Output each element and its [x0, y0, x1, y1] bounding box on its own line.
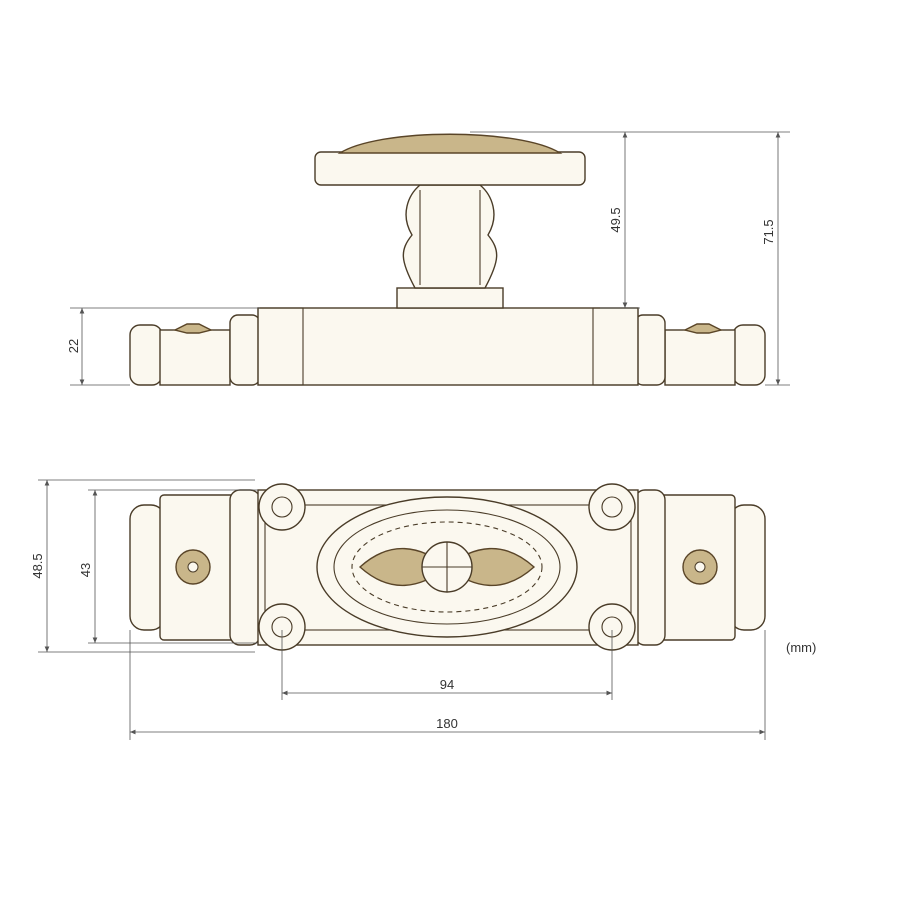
- base-plate: [257, 307, 639, 386]
- knob-base: [314, 151, 586, 186]
- knob-stem: [402, 184, 498, 289]
- side-view: [129, 133, 766, 386]
- dim-plate-width: 43: [78, 563, 93, 577]
- dim-base-height: 22: [66, 339, 81, 353]
- left-end-cap: [129, 324, 163, 386]
- left-flower-icon: [175, 549, 211, 585]
- left-ornament-icon: [172, 323, 214, 334]
- right-collar: [634, 314, 666, 386]
- dim-knob-height: 49.5: [608, 207, 623, 232]
- dim-outer-width: 48.5: [30, 553, 45, 578]
- knob-neck: [396, 287, 504, 309]
- left-collar-top: [229, 489, 261, 646]
- screw-holes: [258, 483, 636, 651]
- dimension-lines: [38, 131, 790, 740]
- unit-label: (mm): [786, 640, 816, 655]
- left-post: [257, 307, 304, 386]
- right-end-body: [664, 329, 736, 386]
- right-end-cap: [732, 324, 766, 386]
- dim-total-height: 71.5: [761, 219, 776, 244]
- dim-hole-spacing: 94: [440, 677, 454, 692]
- left-end-body: [159, 329, 231, 386]
- top-view: [129, 483, 766, 651]
- right-flower-icon: [682, 549, 718, 585]
- right-ornament-icon: [682, 323, 724, 334]
- dim-total-length: 180: [436, 716, 458, 731]
- right-collar-top: [634, 489, 666, 646]
- left-collar: [229, 314, 261, 386]
- knob-top-ornament: [337, 133, 563, 154]
